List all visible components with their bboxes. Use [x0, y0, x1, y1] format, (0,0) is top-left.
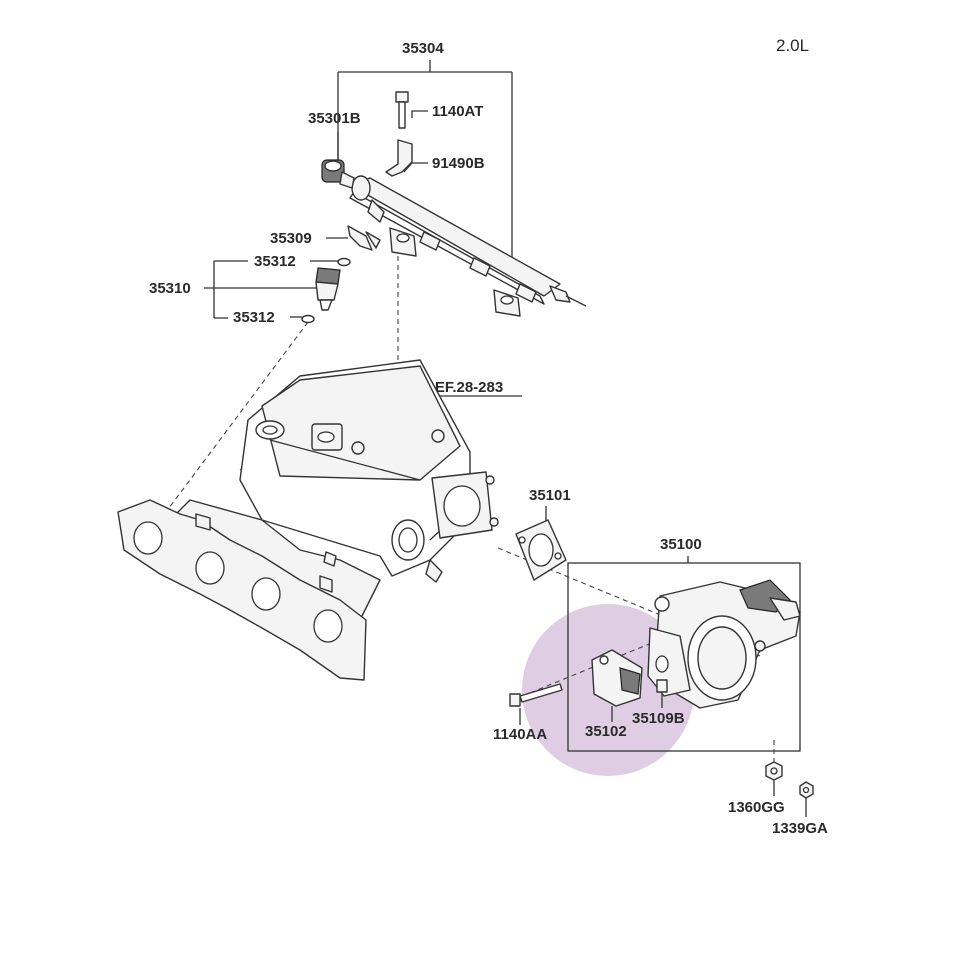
gasket-35101[interactable]	[515, 519, 567, 581]
label-35312-upper[interactable]: 35312	[254, 253, 296, 270]
bolt-1140aa[interactable]	[509, 683, 563, 707]
label-1360gg[interactable]: 1360GG	[728, 799, 785, 816]
bracket-91490b[interactable]	[385, 139, 413, 177]
label-ref-28-283[interactable]: REF.28-283	[424, 379, 503, 396]
clip-35309[interactable]	[347, 225, 381, 251]
label-35309[interactable]: 35309	[270, 230, 312, 247]
nut-1339ga[interactable]	[799, 781, 814, 799]
label-91490b[interactable]: 91490B	[432, 155, 485, 172]
fuel-rail[interactable]	[349, 175, 587, 317]
label-1339ga[interactable]: 1339GA	[772, 820, 828, 837]
o-ring-upper[interactable]	[337, 257, 351, 267]
label-1140at[interactable]: 1140AT	[432, 103, 483, 120]
engine-edition-label: 2.0L	[776, 36, 809, 55]
screw-35109b[interactable]	[656, 679, 668, 693]
label-35312-lower[interactable]: 35312	[233, 309, 275, 326]
nut-1360gg[interactable]	[765, 761, 783, 781]
o-ring-lower[interactable]	[301, 314, 315, 324]
label-35310[interactable]: 35310	[149, 280, 191, 297]
bolt-1140at[interactable]	[395, 91, 409, 129]
tps-sensor-35102[interactable]	[591, 649, 643, 707]
intake-manifold[interactable]	[117, 359, 499, 681]
throttle-body-35100[interactable]	[647, 579, 801, 709]
label-35102[interactable]: 35102	[585, 723, 627, 740]
label-35101[interactable]: 35101	[529, 487, 571, 504]
label-35109b[interactable]: 35109B	[632, 710, 685, 727]
label-35301b[interactable]: 35301B	[308, 110, 361, 127]
pressure-damper[interactable]	[321, 159, 355, 189]
label-35304[interactable]: 35304	[402, 40, 444, 57]
label-35100[interactable]: 35100	[660, 536, 702, 553]
injector-35310[interactable]	[315, 267, 341, 311]
label-1140aa[interactable]: 1140AA	[493, 726, 547, 743]
